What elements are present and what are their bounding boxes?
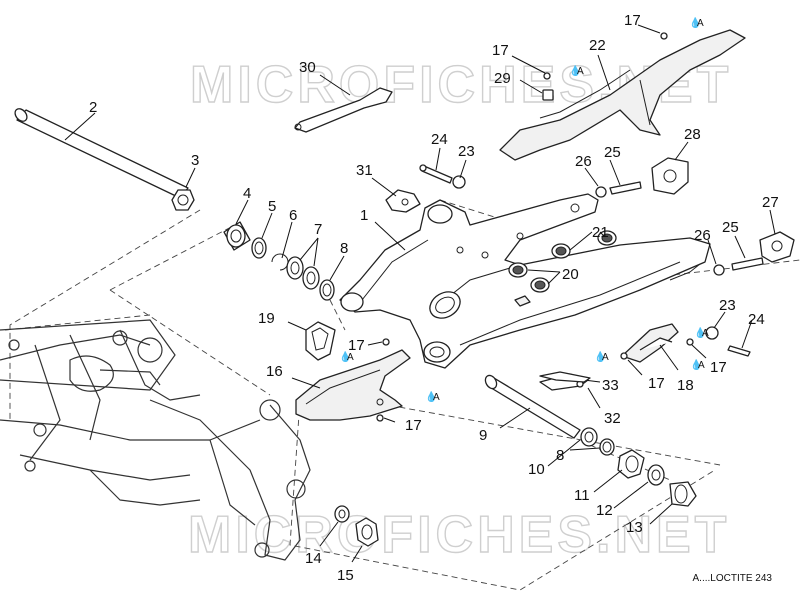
chain-guard	[499, 29, 746, 161]
callout-25-right: 25	[722, 219, 739, 236]
callout-14: 14	[305, 550, 322, 567]
loctite-marker-4: A	[433, 392, 440, 403]
callout-17-right: 17	[710, 359, 727, 376]
loctite-droplet-icon: 💧	[690, 358, 702, 371]
callout-18: 18	[677, 377, 694, 394]
callout-17-top-right: 17	[624, 12, 641, 29]
callout-17-lower-left: 17	[405, 417, 422, 434]
swingarm-bushings	[508, 230, 617, 293]
chain-guide-arm	[294, 74, 393, 133]
callout-2: 2	[89, 99, 97, 116]
callout-13: 13	[626, 519, 643, 536]
callout-16: 16	[266, 363, 283, 380]
callout-27: 27	[762, 194, 779, 211]
callout-8-bottom: 8	[556, 447, 564, 464]
brake-hose-bracket	[371, 177, 421, 213]
right-chain-adjuster	[707, 209, 795, 276]
loctite-droplet-icon: 💧	[425, 390, 437, 403]
rubber-block	[287, 321, 336, 361]
lower-guard	[620, 311, 753, 376]
callout-20: 20	[562, 266, 579, 283]
callout-6: 6	[289, 207, 297, 224]
chain-guard-fasteners	[511, 24, 668, 101]
callout-31: 31	[356, 162, 373, 179]
loctite-markers: 💧 A 💧 A 💧 A 💧 A 💧 A 💧 A 💧 A	[339, 16, 709, 403]
callout-17-lower-right: 17	[648, 375, 665, 392]
callout-9: 9	[479, 427, 487, 444]
callout-29: 29	[494, 70, 511, 87]
upper-bolt-and-spacer	[419, 147, 467, 189]
frame-side-bearing	[319, 505, 379, 563]
upper-chain-adjuster	[584, 141, 689, 198]
callout-32: 32	[604, 410, 621, 427]
callout-21: 21	[592, 224, 609, 241]
loctite-marker-1: A	[697, 18, 704, 29]
watermark-bottom: MICROFICHES.NET	[188, 506, 730, 564]
callout-19: 19	[258, 310, 275, 327]
callout-12: 12	[596, 502, 613, 519]
callout-labels: 1 2 3 4 5 6 7 8 8 9 10 11 12 13 14 15 16…	[89, 12, 779, 584]
callout-24-right: 24	[748, 311, 765, 328]
callout-17-mid: 17	[348, 337, 365, 354]
callout-28: 28	[684, 126, 701, 143]
loctite-droplet-icon: 💧	[694, 326, 706, 339]
callout-26-right: 26	[694, 227, 711, 244]
pivot-sleeve	[484, 374, 581, 439]
pivot-spindle	[14, 108, 189, 199]
loctite-droplet-icon: 💧	[594, 350, 606, 363]
loctite-marker-6: A	[702, 328, 709, 339]
loctite-marker-5: A	[602, 352, 609, 363]
loctite-marker-7: A	[698, 360, 705, 371]
callout-30: 30	[299, 59, 316, 76]
loctite-droplet-icon: 💧	[689, 16, 701, 29]
loctite-footnote: A....LOCTITE 243	[692, 573, 772, 584]
loctite-marker-3: A	[347, 352, 354, 363]
callout-7: 7	[314, 221, 322, 238]
callout-26-top: 26	[575, 153, 592, 170]
callout-22: 22	[589, 37, 606, 54]
callout-33: 33	[602, 377, 619, 394]
loctite-droplet-icon: 💧	[339, 350, 351, 363]
callout-5: 5	[268, 198, 276, 215]
callout-1: 1	[360, 207, 368, 224]
spindle-nut	[171, 167, 196, 211]
callout-15: 15	[337, 567, 354, 584]
callout-25-top: 25	[604, 144, 621, 161]
callout-3: 3	[191, 152, 199, 169]
callout-10: 10	[528, 461, 545, 478]
callout-17-chain-guard: 17	[492, 42, 509, 59]
callout-4: 4	[243, 185, 251, 202]
lower-bearing-stack	[547, 427, 697, 525]
slider-screws	[367, 338, 396, 423]
loctite-marker-2: A	[577, 66, 584, 77]
hose-guide	[539, 371, 601, 409]
callout-24-top: 24	[431, 131, 448, 148]
lower-chain-slider	[291, 349, 411, 421]
frame-assembly	[0, 319, 311, 561]
callout-23-right: 23	[719, 297, 736, 314]
left-bearing-stack	[223, 199, 345, 301]
callout-8-top: 8	[340, 240, 348, 257]
loctite-droplet-icon: 💧	[569, 64, 581, 77]
callout-11: 11	[574, 487, 590, 504]
callout-23-top: 23	[458, 143, 475, 160]
